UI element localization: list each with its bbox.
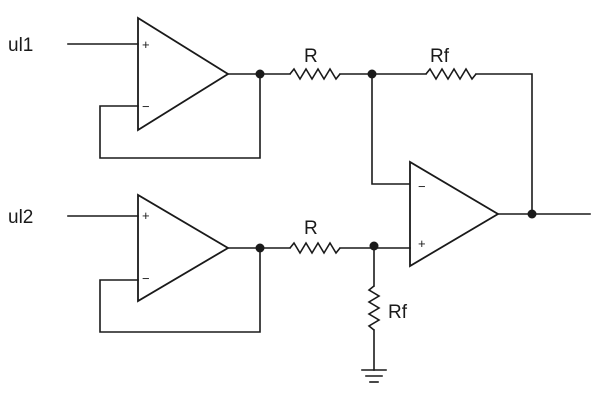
buffer-opamp-1: + − [137, 16, 230, 132]
inverting-input-wire [371, 73, 411, 185]
opamp-3-minus-sign: − [418, 179, 426, 194]
opamp-1-plus-sign: + [142, 37, 150, 52]
opamp-1-output-node [255, 69, 265, 79]
opamp-2-body [137, 193, 230, 303]
resistor-rf-bottom [367, 285, 381, 331]
input-1-label: ul1 [8, 35, 33, 56]
opamp-2-minus-sign: − [142, 271, 150, 286]
ground-icon [361, 369, 387, 383]
opamp-2-plus-sign: + [142, 208, 150, 223]
opamp-2-feedback-loop [99, 247, 261, 333]
opamp-1-feedback-loop [99, 73, 261, 159]
opamp-3-plus-sign: + [418, 236, 426, 251]
output-node [527, 209, 537, 219]
resistor-r-bottom-label: R [304, 218, 318, 239]
opamp-1-body [137, 16, 230, 132]
feedback-return-wire [475, 73, 533, 215]
resistor-rf-bottom-label: Rf [388, 302, 408, 323]
buffer-opamp-2: + − [137, 193, 230, 303]
opamp-3-body [409, 160, 500, 268]
resistor-rf-top [425, 67, 477, 81]
input-2-label: ul2 [8, 207, 33, 228]
difference-opamp: − + [409, 160, 500, 268]
resistor-r-top-label: R [304, 46, 318, 67]
opamp-1-minus-sign: − [142, 99, 150, 114]
resistor-r-bottom [289, 241, 341, 255]
opamp-2-output-node [255, 243, 265, 253]
resistor-rf-top-label: Rf [430, 46, 450, 67]
resistor-r-top [289, 67, 341, 81]
